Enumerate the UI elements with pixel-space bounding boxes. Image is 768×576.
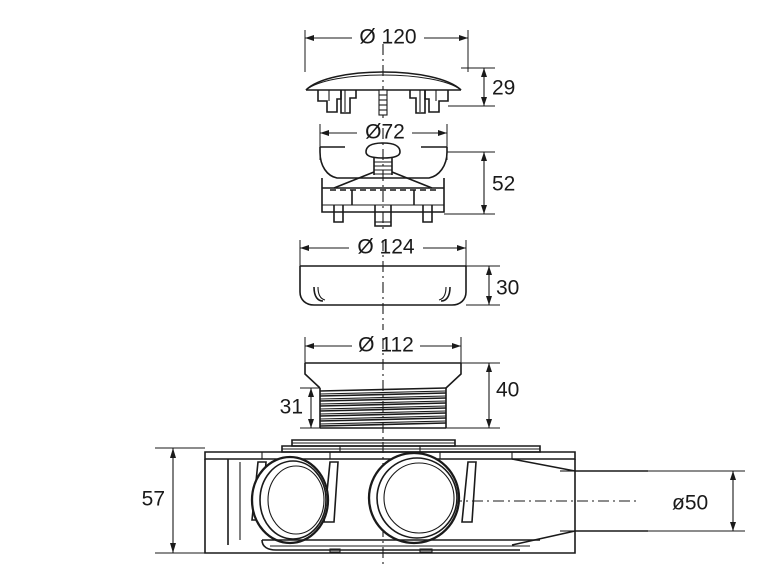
- dim-thread-length: 31: [280, 387, 320, 429]
- dim-collar-height: 40: [446, 362, 519, 429]
- dim-label-outlet-diameter: ø50: [672, 492, 708, 515]
- dim-label-bowl-height: 30: [496, 277, 519, 300]
- dim-bowl-diameter: Ø 124: [299, 236, 467, 272]
- dim-outlet-diameter: ø50: [612, 470, 745, 532]
- dim-label-body-height: 57: [142, 488, 165, 511]
- thread-profile: [319, 387, 447, 427]
- cap-center-pin: [378, 89, 388, 116]
- dim-label-thread-length: 31: [280, 396, 303, 419]
- dim-cap-height: 29: [448, 67, 515, 107]
- dim-label-bowl-diameter: Ø 124: [357, 236, 415, 259]
- dim-body-height: 57: [142, 447, 205, 554]
- part-threaded-collar: Ø 112: [280, 334, 519, 429]
- dim-label-insert-diameter: Ø72: [365, 121, 405, 144]
- part-drain-bowl: Ø 124 30: [299, 236, 519, 306]
- part-trap-insert: Ø72: [319, 121, 515, 227]
- dim-label-cap-height: 29: [492, 77, 515, 100]
- part-cover-cap: Ø 120 29: [304, 26, 515, 116]
- dim-bowl-height: 30: [466, 265, 519, 306]
- dim-cap-diameter: Ø 120: [304, 26, 469, 72]
- dim-label-insert-height: 52: [492, 173, 515, 196]
- dim-label-cap-diameter: Ø 120: [359, 26, 416, 49]
- part-main-body: 57 ø50: [142, 439, 745, 554]
- dim-label-collar-height: 40: [496, 379, 519, 402]
- dim-insert-height: 52: [444, 151, 515, 215]
- dim-label-thread-diameter: Ø 112: [358, 334, 414, 357]
